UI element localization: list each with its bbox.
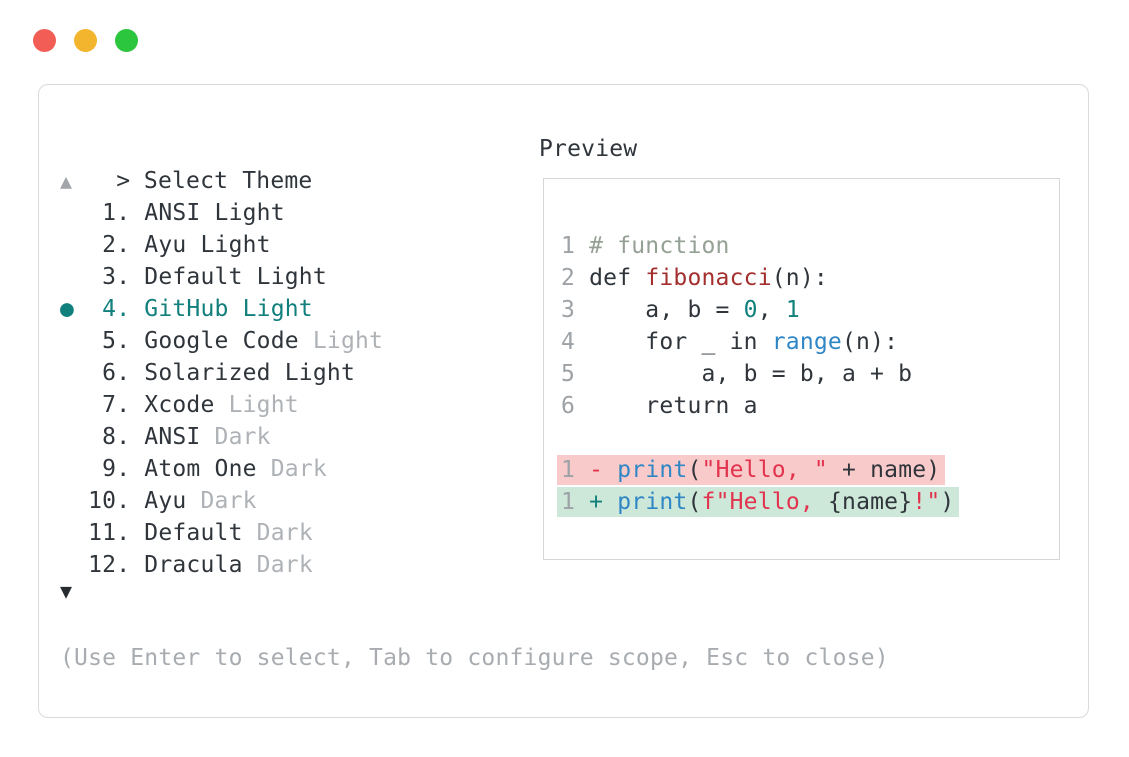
theme-list-item[interactable]: 9. Atom One Dark (60, 453, 327, 485)
code-line: 1 # function (561, 230, 730, 262)
code-token: 1 (561, 489, 590, 515)
theme-list-item[interactable]: 2. Ayu Light (60, 229, 271, 261)
code-token: a, b = (589, 297, 744, 323)
theme-item-label: 6. Solarized Light (60, 360, 355, 386)
theme-list-item[interactable]: 11. Default Dark (60, 517, 313, 549)
code-token: ) (940, 489, 955, 515)
theme-list-item[interactable]: 6. Solarized Light (60, 357, 355, 389)
theme-item-label: 10. Ayu (60, 488, 187, 514)
code-token: return a (589, 393, 758, 419)
code-token: + name) (827, 457, 941, 483)
theme-item-variant: Light (214, 392, 299, 418)
theme-item-label: 1. ANSI Light (60, 200, 285, 226)
code-line: 6 return a (561, 390, 758, 422)
code-token: (n): (771, 265, 828, 291)
code-token: a, b = b, a + b (589, 361, 913, 387)
code-token: !" (912, 489, 941, 515)
code-token: 1 (561, 457, 590, 483)
code-token: # function (589, 233, 730, 259)
theme-item-label: ● 4. GitHub Light (60, 296, 313, 322)
theme-picker-panel: > Select Theme ▲ 1. ANSI Light 2. Ayu Lig… (38, 84, 1089, 718)
code-token: print (617, 457, 688, 483)
theme-item-variant: Dark (200, 424, 271, 450)
theme-item-label: 9. Atom One (60, 456, 257, 482)
code-token: fibonacci (645, 265, 772, 291)
code-token: f"Hello, (701, 489, 828, 515)
code-token: 1 (561, 233, 590, 259)
code-token: , (757, 297, 786, 323)
code-token: "Hello, " (701, 457, 828, 483)
theme-item-label: 12. Dracula (60, 552, 243, 578)
code-token: def (589, 265, 646, 291)
code-token: 3 (561, 297, 590, 323)
minimize-button[interactable] (74, 29, 97, 52)
code-token: 0 (743, 297, 758, 323)
code-token: for _ in (589, 329, 772, 355)
code-line: 5 a, b = b, a + b (561, 358, 912, 390)
theme-list-item[interactable]: ● 4. GitHub Light (60, 293, 313, 325)
theme-item-label: 2. Ayu Light (60, 232, 271, 258)
picker-prompt: > Select Theme (60, 133, 312, 194)
prompt-caret-icon: > (116, 168, 131, 194)
diff-highlight: 1 + print(f"Hello, {name}!") (557, 487, 960, 517)
theme-list-item[interactable]: 10. Ayu Dark (60, 485, 257, 517)
code-line: 2 def fibonacci(n): (561, 262, 828, 294)
theme-item-label: 5. Google Code (60, 328, 299, 354)
code-token: + (589, 489, 618, 515)
theme-item-variant: Dark (242, 520, 313, 546)
diff-line-added: 1 + print(f"Hello, {name}!") (557, 486, 960, 518)
picker-title: Select Theme (143, 168, 313, 194)
theme-item-label: 8. ANSI (60, 424, 201, 450)
scroll-down-indicator-icon[interactable]: ▼ (60, 579, 73, 603)
code-token: range (771, 329, 842, 355)
theme-item-label: 3. Default Light (60, 264, 327, 290)
code-token: {name} (827, 489, 913, 515)
theme-item-variant: Dark (186, 488, 257, 514)
theme-list-item[interactable]: 8. ANSI Dark (60, 421, 271, 453)
code-line: 4 for _ in range(n): (561, 326, 898, 358)
code-line: 3 a, b = 0, 1 (561, 294, 800, 326)
theme-item-label: 7. Xcode (60, 392, 215, 418)
preview-label: Preview (539, 136, 638, 162)
code-token: ( (687, 489, 702, 515)
code-token: 5 (561, 361, 590, 387)
code-token: 4 (561, 329, 590, 355)
theme-item-label: 11. Default (60, 520, 243, 546)
code-token: print (617, 489, 688, 515)
code-token: 2 (561, 265, 590, 291)
code-token: ( (687, 457, 702, 483)
scroll-up-indicator-icon[interactable]: ▲ (60, 169, 73, 193)
code-token: - (589, 457, 618, 483)
theme-list-item[interactable]: 3. Default Light (60, 261, 327, 293)
theme-list-item[interactable]: 7. Xcode Light (60, 389, 299, 421)
theme-item-variant: Dark (242, 552, 313, 578)
close-button[interactable] (33, 29, 56, 52)
code-token: (n): (841, 329, 899, 355)
diff-line-removed: 1 - print("Hello, " + name) (557, 454, 946, 486)
theme-item-variant: Dark (256, 456, 327, 482)
theme-list-item[interactable]: 5. Google Code Light (60, 325, 383, 357)
footer-hint: (Use Enter to select, Tab to configure s… (60, 645, 889, 671)
diff-highlight: 1 - print("Hello, " + name) (557, 455, 946, 485)
theme-list-item[interactable]: 1. ANSI Light (60, 197, 285, 229)
theme-item-variant: Light (298, 328, 384, 354)
maximize-button[interactable] (115, 29, 138, 52)
code-token: 6 (561, 393, 590, 419)
theme-list-item[interactable]: 12. Dracula Dark (60, 549, 313, 581)
window-controls (33, 29, 138, 52)
code-token: 1 (785, 297, 800, 323)
